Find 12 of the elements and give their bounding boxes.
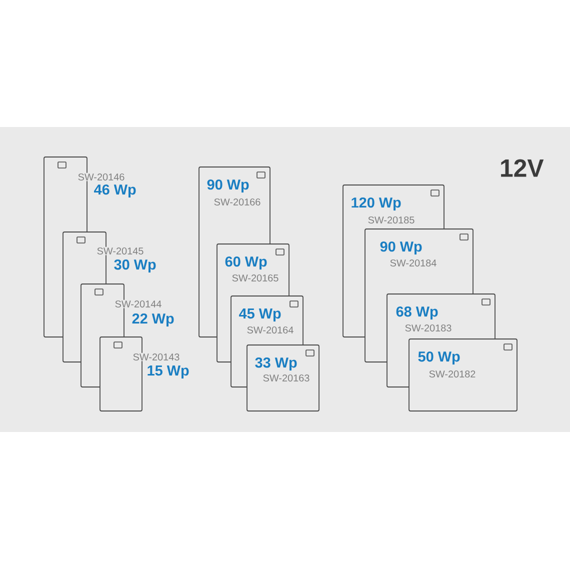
solar-panel: SW-20143 15 Wp (100, 336, 190, 412)
node-label: SW-20145 (97, 247, 144, 255)
node-label: SW-20146 (78, 173, 124, 181)
node-label: 30 Wp (114, 259, 156, 273)
solar-panel: 33 Wp SW-20163 (246, 344, 320, 412)
node-label: 46 Wp (94, 184, 136, 198)
node-label: SW-20144 (115, 300, 162, 308)
node-label: 22 Wp (132, 313, 174, 327)
node-label: 15 Wp (148, 366, 189, 378)
title: 12V (501, 159, 544, 177)
solar-panel: 50 Wp SW-20182 (408, 338, 518, 412)
node-label: SW-20143 (133, 353, 180, 361)
